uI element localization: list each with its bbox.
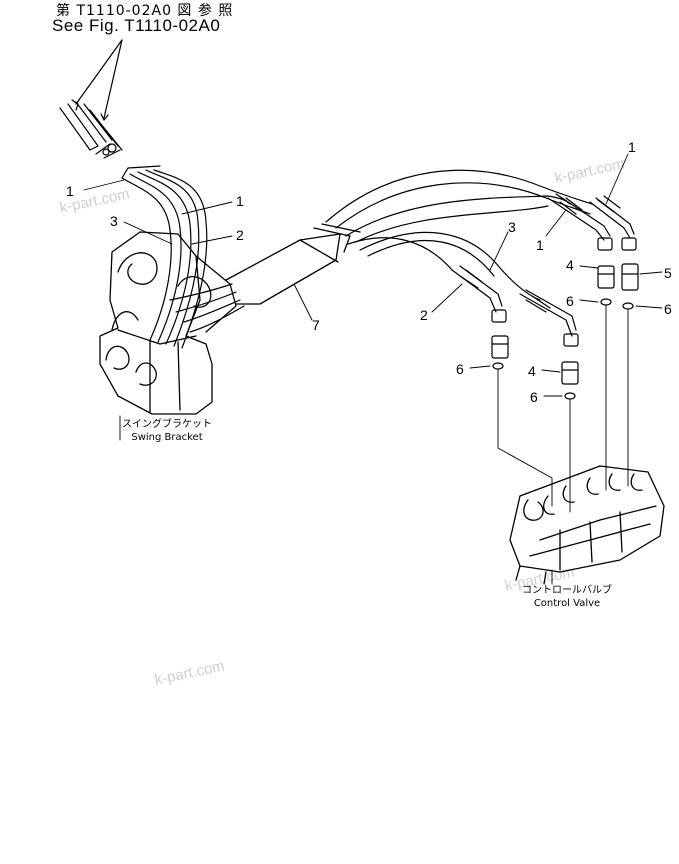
callouts: 1 1 3 2 7 3 1 1 2 4 5 6 6 6 4 4 6 [66, 139, 672, 405]
callout-1: 1 [66, 183, 74, 199]
hose-sleeve [225, 223, 361, 305]
callout-3: 3 [508, 219, 516, 235]
callout-2: 2 [420, 307, 428, 323]
callout-6: 6 [456, 361, 464, 377]
callout-7: 7 [312, 317, 320, 333]
callout-4: 4 [528, 363, 536, 379]
swing-bracket-caption-en: Swing Bracket [131, 432, 203, 443]
assembly-leaders [497, 305, 629, 513]
reference-arrows [71, 39, 123, 121]
callout-5: 5 [664, 265, 672, 281]
caption-leaders [119, 415, 553, 585]
reference-japanese: 第 T1110-02A0 図 参 照 [56, 3, 234, 19]
adapters-and-orings [491, 263, 639, 400]
hose-bundle-bracket [121, 165, 245, 349]
callout-1: 1 [236, 193, 244, 209]
control-valve-caption-jp: コントロールバルブ [522, 585, 612, 596]
callout-6: 6 [530, 389, 538, 405]
callout-4: 4 [566, 257, 574, 273]
control-valve [509, 465, 665, 585]
hose-end-connectors [59, 101, 123, 159]
swing-bracket-caption: スイングブラケット Swing Bracket [122, 418, 212, 444]
control-valve-caption-en: Control Valve [533, 598, 601, 609]
callout-6: 6 [566, 293, 574, 309]
hose-fittings-right [451, 193, 637, 347]
callout-6: 6 [664, 301, 672, 317]
callout-3: 3 [110, 213, 118, 229]
callout-leaders [83, 153, 663, 397]
control-valve-caption: コントロールバルブ Control Valve [522, 584, 612, 610]
callout-1: 1 [536, 237, 544, 253]
swing-bracket [99, 231, 237, 415]
callout-1: 1 [628, 139, 636, 155]
swing-bracket-caption-jp: スイングブラケット [122, 419, 212, 430]
reference-english: See Fig. T1110-02A0 [52, 16, 221, 35]
long-hoses [325, 169, 593, 301]
callout-2: 2 [236, 227, 244, 243]
